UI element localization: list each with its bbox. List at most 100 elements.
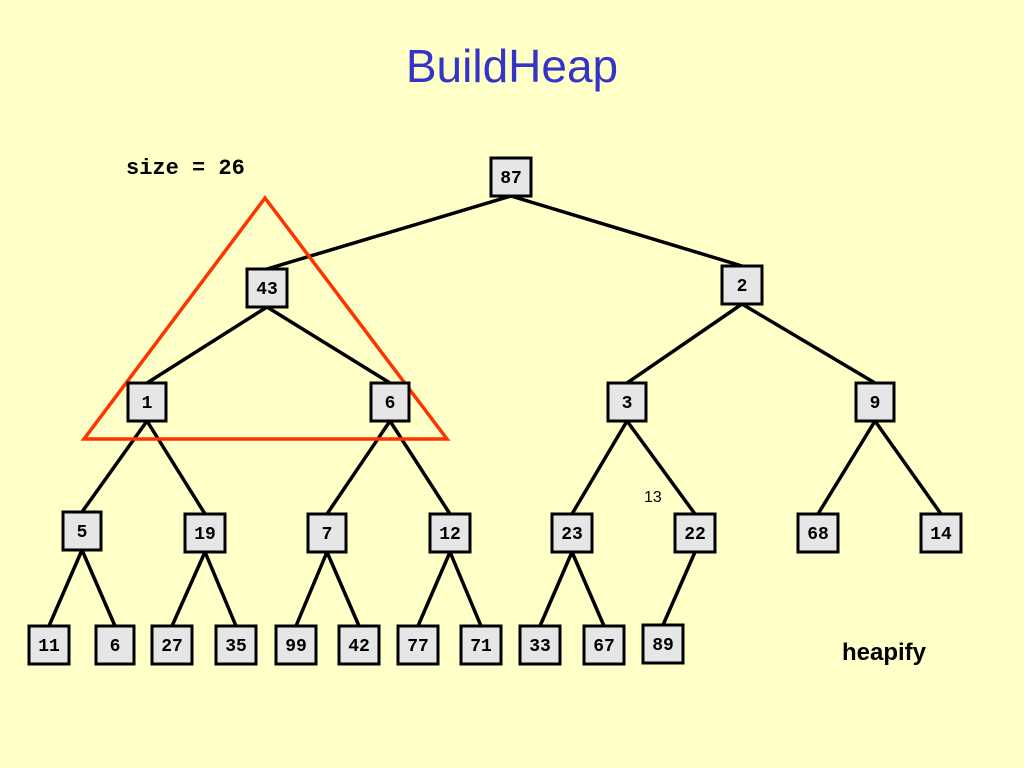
heap-node-box xyxy=(459,624,503,666)
heap-node: 1 xyxy=(126,381,168,423)
heap-node-value: 7 xyxy=(322,525,333,545)
size-label: size = 26 xyxy=(126,156,245,181)
tree-edge xyxy=(146,305,268,385)
heap-node: 99 xyxy=(274,624,318,666)
heap-node-box xyxy=(396,624,440,666)
heap-node-box xyxy=(428,512,472,554)
tree-edge xyxy=(325,551,361,627)
tree-edge xyxy=(203,551,238,627)
heap-node: 42 xyxy=(337,624,381,666)
tree-edge xyxy=(625,419,697,516)
tree-edge xyxy=(388,420,452,515)
heap-node-value: 68 xyxy=(807,525,829,545)
heap-node-value: 19 xyxy=(194,525,216,545)
heap-node-box xyxy=(306,512,348,554)
heap-node-value: 22 xyxy=(684,525,706,545)
heap-node-value: 27 xyxy=(161,637,183,657)
tree-edge xyxy=(741,302,876,385)
heap-node-box xyxy=(550,512,594,554)
heap-node-value: 3 xyxy=(622,394,633,414)
heap-node-box xyxy=(214,624,258,666)
heap-node: 67 xyxy=(582,624,626,666)
heap-node-value: 11 xyxy=(38,637,60,657)
heap-node: 12 xyxy=(428,512,472,554)
heap-node-box xyxy=(61,510,103,552)
tree-edge xyxy=(80,549,117,627)
heap-node: 6 xyxy=(369,381,411,423)
tree-edge xyxy=(325,420,392,515)
heap-node-box xyxy=(606,381,648,423)
heap-node: 7 xyxy=(306,512,348,554)
heap-node-box xyxy=(919,512,963,554)
tree-edge xyxy=(80,419,149,514)
heap-node: 68 xyxy=(796,512,840,554)
heap-node: 87 xyxy=(489,156,533,198)
heap-node-value: 99 xyxy=(285,637,307,657)
tree-edge xyxy=(145,420,207,515)
heap-node-box xyxy=(369,381,411,423)
heap-node-box xyxy=(245,267,289,309)
heap-node-box xyxy=(94,624,136,666)
tree-edge xyxy=(570,420,629,515)
heap-node-box xyxy=(518,624,562,666)
heap-node-value: 67 xyxy=(593,637,615,657)
heap-node: 3 xyxy=(606,381,648,423)
heap-node: 23 xyxy=(550,512,594,554)
heap-node-box xyxy=(337,624,381,666)
heap-node-box xyxy=(854,381,896,423)
tree-edges xyxy=(47,194,943,627)
heap-node-box xyxy=(150,624,194,666)
heap-node-box xyxy=(274,624,318,666)
heap-node-value: 14 xyxy=(930,525,952,545)
heap-node-value: 42 xyxy=(348,637,370,657)
heap-node: 89 xyxy=(641,623,685,665)
tree-edge xyxy=(266,194,512,271)
heap-node: 33 xyxy=(518,624,562,666)
heapify-label: heapify xyxy=(842,639,927,666)
heap-node-box xyxy=(641,623,685,665)
heap-node: 77 xyxy=(396,624,440,666)
tree-edge xyxy=(626,302,743,385)
heap-node-value: 12 xyxy=(439,525,461,545)
index-label: 13 xyxy=(644,489,662,506)
heap-node: 11 xyxy=(27,624,71,666)
tree-edge xyxy=(266,305,391,385)
heap-node-value: 77 xyxy=(407,637,429,657)
tree-edge xyxy=(816,420,877,515)
heap-node-value: 89 xyxy=(652,636,674,656)
heap-node-value: 2 xyxy=(737,277,748,297)
heap-node: 19 xyxy=(183,512,227,554)
heap-node-value: 9 xyxy=(870,394,881,414)
tree-nodes: 87 43 2 1 6 3 9 5 19 7 12 23 22 68 14 11 6 27 35 99 42 77 71 33… xyxy=(27,156,963,666)
heap-node: 35 xyxy=(214,624,258,666)
tree-edge xyxy=(294,551,329,627)
heap-node: 27 xyxy=(150,624,194,666)
heapify-highlight-triangle xyxy=(80,195,451,441)
heap-node: 5 xyxy=(61,510,103,552)
tree-edge xyxy=(448,551,483,627)
tree-edge xyxy=(47,549,84,627)
heap-node-box xyxy=(673,512,717,554)
heap-node: 6 xyxy=(94,624,136,666)
heap-node-value: 6 xyxy=(385,394,396,414)
heap-node-box xyxy=(582,624,626,666)
heap-node-value: 87 xyxy=(500,169,522,189)
tree-edge xyxy=(170,551,207,627)
heap-node-value: 23 xyxy=(561,525,583,545)
heap-node-box xyxy=(126,381,168,423)
heap-node: 71 xyxy=(459,624,503,666)
heap-node: 43 xyxy=(245,267,289,309)
tree-edge xyxy=(873,419,943,516)
heap-node-box xyxy=(489,156,533,198)
heap-node-value: 71 xyxy=(470,637,492,657)
heap-node-value: 1 xyxy=(142,394,153,414)
heap-node-value: 43 xyxy=(256,280,278,300)
heap-node-box xyxy=(183,512,227,554)
heap-node: 14 xyxy=(919,512,963,554)
heap-node: 22 xyxy=(673,512,717,554)
heap-node-value: 6 xyxy=(110,637,121,657)
tree-edge xyxy=(570,551,606,627)
slide-title: BuildHeap xyxy=(405,40,619,92)
